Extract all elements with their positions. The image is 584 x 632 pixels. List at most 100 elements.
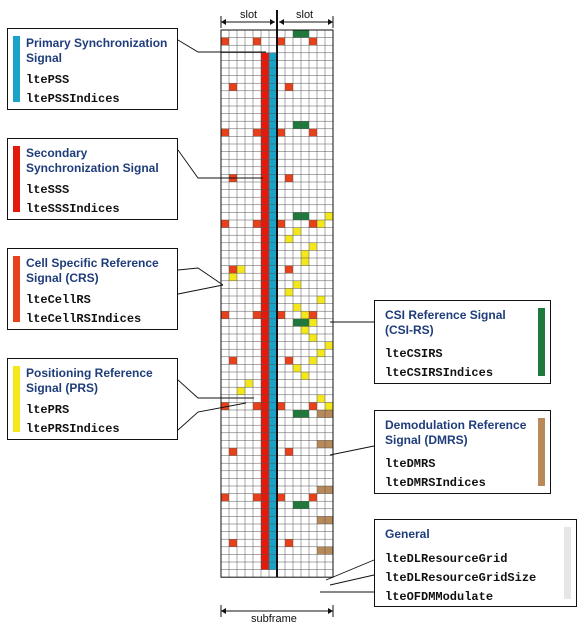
prs-cell — [317, 394, 325, 403]
csirs-cell — [301, 30, 309, 38]
crs-cell — [221, 220, 229, 228]
csirs-cell — [301, 212, 309, 220]
prs-cell — [325, 341, 333, 350]
general-color-bar — [564, 527, 571, 599]
crs-cell — [285, 265, 293, 274]
subframe-label: subframe — [251, 613, 297, 625]
prs-connector-upper — [177, 379, 254, 399]
dmrs-color-bar — [538, 418, 545, 486]
crs-cell — [277, 402, 285, 410]
csirs-box: CSI Reference Signal(CSI-RS) lteCSIRS lt… — [374, 300, 551, 384]
crs-cell — [285, 83, 293, 91]
crs-cell — [309, 311, 317, 319]
prs-cell — [293, 280, 301, 289]
crs-cell — [277, 311, 285, 319]
prs-cell — [309, 356, 317, 365]
prs-cell — [301, 326, 309, 334]
prs-cell — [309, 334, 317, 342]
crs-cell — [221, 402, 229, 410]
sss-indices-function: lteSSSIndices — [26, 202, 120, 216]
general-connector-b — [329, 574, 375, 586]
prs-cell — [237, 387, 245, 395]
crs-cell — [253, 493, 261, 502]
crs-cell — [285, 174, 293, 182]
crs-cell — [277, 37, 285, 46]
dmrs-cell — [325, 546, 333, 555]
prs-cell — [325, 402, 333, 410]
csirs-indices-function: lteCSIRSIndices — [385, 366, 494, 380]
general-box: General lteDLResourceGrid lteDLResourceG… — [374, 519, 577, 607]
slot-label-right: slot — [296, 9, 314, 21]
dmrs-connector — [329, 445, 375, 456]
csirs-cell — [301, 121, 309, 129]
dmrs-cell — [317, 410, 325, 418]
csirs-function: lteCSIRS — [385, 347, 443, 361]
crs-cell — [277, 220, 285, 228]
dmrs-cell — [325, 516, 333, 524]
csirs-cell — [293, 410, 301, 418]
dmrs-cell — [325, 410, 333, 418]
crs-cell — [221, 128, 229, 137]
prs-cell — [301, 258, 309, 266]
csirs-title: CSI Reference Signal(CSI-RS) — [385, 308, 506, 337]
prs-connector-lower — [177, 402, 247, 431]
crs-connector-lower — [177, 284, 224, 295]
crs-cell — [285, 356, 293, 365]
prs-cell — [317, 349, 325, 357]
dmrs-cell — [317, 516, 325, 524]
prs-cell — [301, 311, 309, 319]
dmrs-cell — [325, 486, 333, 494]
slot-label-left: slot — [240, 9, 258, 21]
prs-cell — [317, 296, 325, 304]
pss-connector — [177, 39, 266, 53]
prs-cell — [317, 220, 325, 228]
csirs-color-bar — [538, 308, 545, 376]
crs-color-bar — [13, 256, 20, 322]
sss-color-bar — [13, 146, 20, 212]
sss-function: lteSSS — [26, 183, 70, 197]
crs-cell — [253, 402, 261, 410]
csirs-cell — [293, 121, 301, 129]
crs-connector-upper — [177, 267, 224, 286]
prs-cell — [229, 273, 237, 281]
crs-cell — [253, 311, 261, 319]
crs-indices-function: lteCellRSIndices — [26, 312, 142, 326]
csirs-cell — [293, 318, 301, 327]
crs-cell — [229, 539, 237, 547]
crs-cell — [253, 220, 261, 228]
dmrs-cell — [317, 486, 325, 494]
crs-cell — [229, 265, 237, 274]
crs-cell — [285, 448, 293, 456]
crs-cell — [253, 37, 261, 46]
prs-cell — [285, 235, 293, 243]
prs-cell — [325, 212, 333, 220]
crs-cell — [309, 220, 317, 228]
crs-cell — [309, 37, 317, 46]
prs-cell — [309, 318, 317, 327]
pss-indices-function: ltePSSIndices — [26, 92, 120, 106]
prs-cell — [293, 364, 301, 372]
prs-cell — [293, 227, 301, 236]
pss-function: ltePSS — [26, 73, 70, 87]
crs-cell — [309, 402, 317, 410]
crs-cell — [229, 448, 237, 456]
prs-cell — [245, 379, 253, 388]
csirs-cell — [293, 30, 301, 38]
crs-cell — [229, 83, 237, 91]
general-connector-a — [325, 559, 375, 581]
dmrs-indices-function: lteDMRSIndices — [385, 476, 486, 490]
csirs-cell — [301, 410, 309, 418]
crs-function: lteCellRS — [26, 293, 91, 307]
crs-cell — [221, 37, 229, 46]
prs-cell — [293, 303, 301, 312]
general-title: General — [385, 527, 430, 541]
dmrs-cell — [317, 440, 325, 448]
